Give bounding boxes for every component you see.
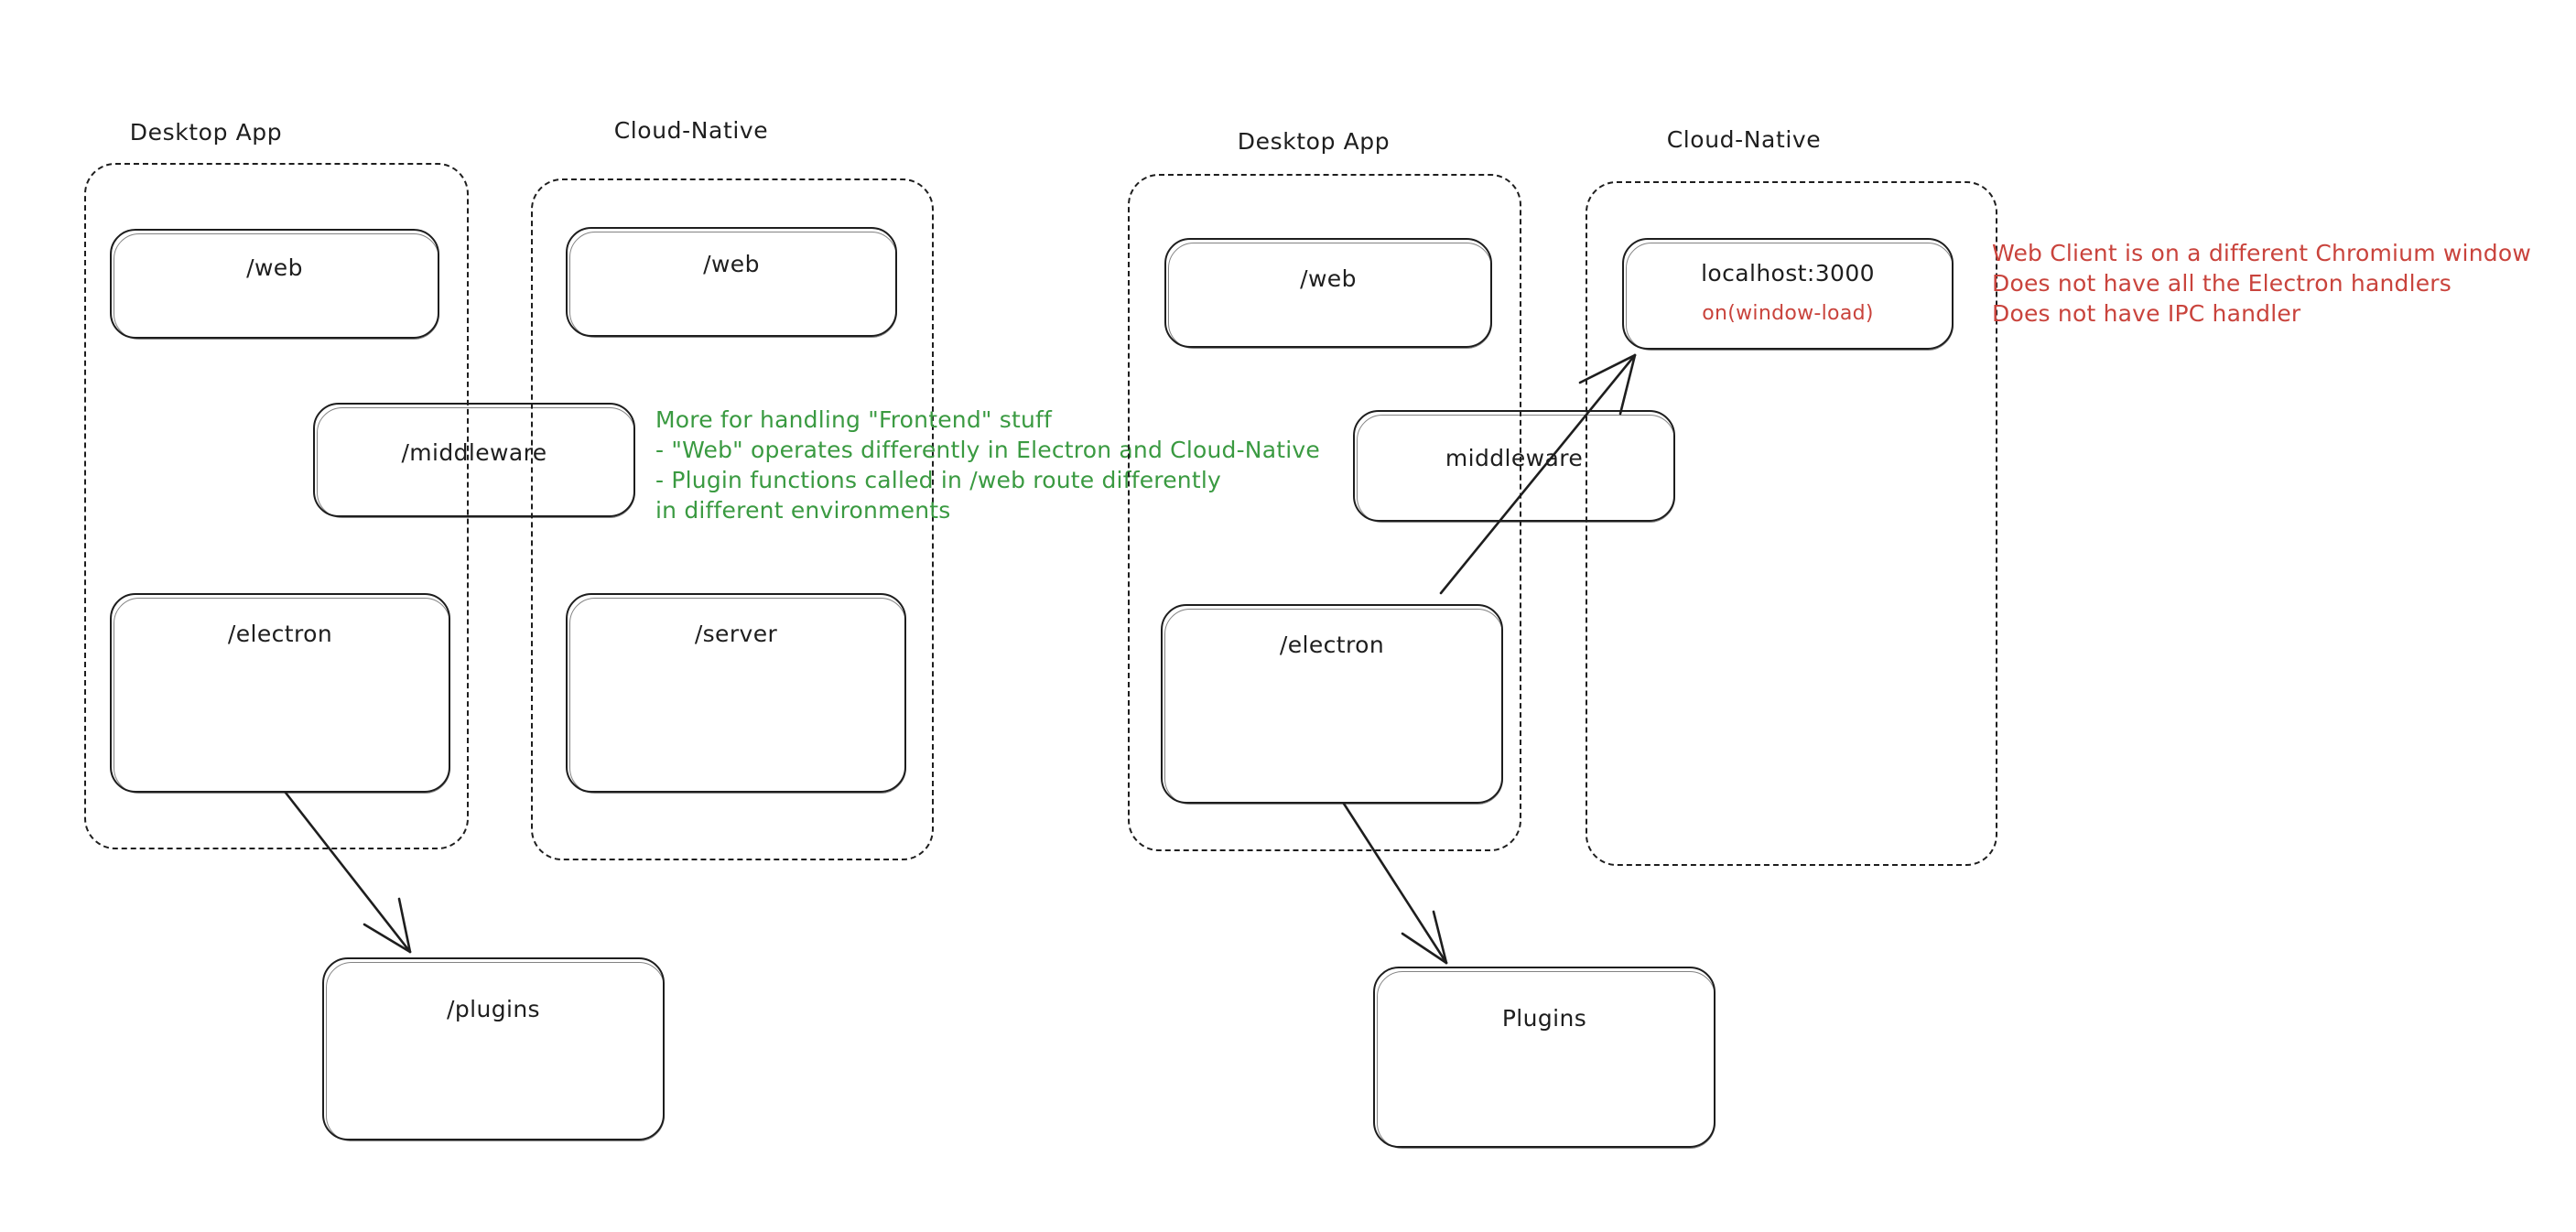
group-desktop-app-left bbox=[84, 163, 469, 849]
node-label-middleware-right: middleware bbox=[1445, 445, 1584, 471]
node-web-desktop-right[interactable]: /web bbox=[1164, 238, 1492, 349]
node-middleware-left[interactable]: /middleware bbox=[313, 403, 635, 518]
node-web-desktop-left[interactable]: /web bbox=[110, 229, 439, 340]
node-label-plugins-left: /plugins bbox=[447, 996, 540, 1022]
node-plugins-right[interactable]: Plugins bbox=[1373, 967, 1716, 1149]
node-label-web-desktop-right: /web bbox=[1300, 265, 1357, 292]
node-web-cloud-left[interactable]: /web bbox=[566, 227, 897, 338]
node-localhost-right[interactable]: localhost:3000 on(window-load) bbox=[1622, 238, 1954, 351]
node-sublabel-on-window-load: on(window-load) bbox=[1702, 302, 1874, 325]
node-electron-right[interactable]: /electron bbox=[1161, 604, 1503, 805]
node-label-plugins-right: Plugins bbox=[1501, 1005, 1587, 1032]
node-middleware-right[interactable]: middleware bbox=[1353, 410, 1675, 523]
node-label-web-cloud-left: /web bbox=[703, 251, 760, 277]
node-label-server-left: /server bbox=[694, 621, 778, 647]
node-label-electron-left: /electron bbox=[227, 621, 333, 647]
node-server-left[interactable]: /server bbox=[566, 593, 906, 794]
node-label-electron-right: /electron bbox=[1279, 632, 1385, 658]
group-title-desktop-app-right: Desktop App bbox=[1237, 128, 1391, 155]
node-label-web-desktop-left: /web bbox=[246, 254, 303, 281]
node-label-middleware-left: /middleware bbox=[401, 439, 547, 466]
group-cloud-native-left bbox=[531, 178, 934, 860]
group-title-cloud-native-left: Cloud-Native bbox=[613, 117, 769, 144]
node-plugins-left[interactable]: /plugins bbox=[322, 957, 665, 1141]
node-electron-left[interactable]: /electron bbox=[110, 593, 450, 794]
annotation-red-right: Web Client is on a different Chromium wi… bbox=[1992, 240, 2531, 327]
node-label-localhost-right: localhost:3000 bbox=[1701, 260, 1875, 286]
group-title-desktop-app-left: Desktop App bbox=[129, 119, 283, 146]
annotation-green-left: More for handling "Frontend" stuff - "We… bbox=[655, 406, 1320, 524]
group-title-cloud-native-right: Cloud-Native bbox=[1666, 126, 1822, 153]
